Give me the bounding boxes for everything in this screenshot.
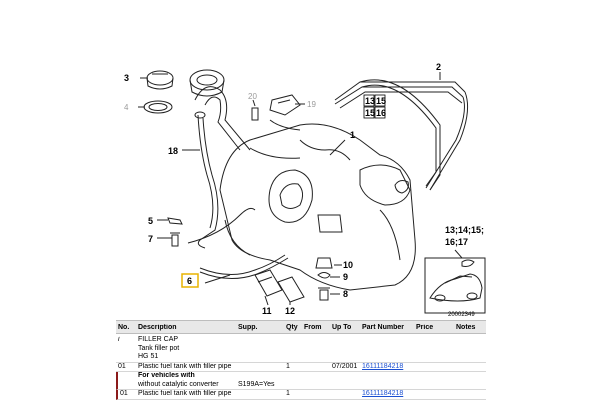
callout-9[interactable]: 9	[343, 272, 348, 282]
fuel-tank-drawing	[138, 69, 486, 314]
callout-6[interactable]: 6	[187, 276, 192, 286]
desc-line: FILLER CAP	[138, 336, 179, 343]
callout-8[interactable]: 8	[343, 289, 348, 299]
row-supp	[238, 390, 286, 399]
callout-3[interactable]: 3	[124, 73, 129, 83]
drawing-id: 20002349	[448, 312, 475, 318]
callout-12[interactable]: 12	[285, 306, 295, 316]
row-no: i	[118, 336, 120, 343]
table-row: 01 Plastic fuel tank with filler pipe 1 …	[116, 362, 486, 372]
row-no: 01	[120, 390, 128, 397]
desc-line: without catalytic converter	[138, 380, 219, 388]
header-qty: Qty	[286, 323, 298, 331]
header-part-number: Part Number	[362, 323, 405, 331]
callout-10[interactable]: 10	[343, 260, 353, 270]
header-price: Price	[416, 323, 434, 331]
part-number-link[interactable]: 16111184218	[362, 362, 404, 370]
row-description: For vehicles with without catalytic conv…	[138, 372, 238, 389]
callout-1[interactable]: 1	[350, 130, 355, 140]
table-row: For vehicles with without catalytic conv…	[116, 372, 486, 390]
callout-labels: 1 2 3 4 5 7 6 18 20 19 10 9 8 11 12 13 1…	[124, 62, 484, 318]
row-description: FILLER CAP Tank filler pot HG 51	[138, 336, 238, 362]
part-number-link[interactable]: 16111184218	[362, 390, 404, 397]
highlight-box-6[interactable]	[181, 273, 199, 288]
callout-5[interactable]: 5	[148, 216, 153, 226]
header-description: Description	[138, 323, 177, 331]
row-supp: S199A=Yes	[238, 380, 275, 388]
table-row: i FILLER CAP Tank filler pot HG 51	[116, 334, 486, 363]
callout-15-bottom[interactable]: 15	[365, 108, 375, 118]
callout-7[interactable]: 7	[148, 234, 153, 244]
callout-18[interactable]: 18	[168, 146, 178, 156]
header-notes: Notes	[456, 323, 476, 331]
callout-16-17[interactable]: 16;17	[445, 237, 468, 247]
table-row: 01 Plastic fuel tank with filler pipe 1 …	[116, 390, 486, 400]
header-upto: Up To	[332, 323, 352, 331]
row-no	[118, 372, 138, 389]
header-from: From	[304, 323, 322, 331]
row-description: Plastic fuel tank with filler pipe	[138, 362, 232, 370]
callout-4[interactable]: 4	[124, 103, 129, 112]
row-supp	[238, 363, 286, 372]
callout-15-top[interactable]: 15	[376, 96, 386, 106]
callout-2[interactable]: 2	[436, 62, 441, 72]
callout-13-14-15[interactable]: 13;14;15;	[445, 225, 484, 235]
header-no: No.	[118, 323, 130, 331]
callout-13[interactable]: 13	[365, 96, 375, 106]
row-from	[304, 363, 332, 372]
table-header: No. Description Supp. Qty From Up To Par…	[116, 320, 486, 334]
row-qty: 1	[286, 390, 290, 397]
row-no: 01	[118, 362, 126, 370]
row-description: Plastic fuel tank with filler pipe	[138, 390, 232, 397]
callout-16[interactable]: 16	[376, 108, 386, 118]
parts-table: No. Description Supp. Qty From Up To Par…	[116, 320, 486, 406]
header-supp: Supp.	[238, 323, 258, 331]
desc-line: Tank filler pot	[138, 344, 180, 352]
callout-11[interactable]: 11	[262, 306, 272, 316]
callout-20[interactable]: 20	[248, 92, 257, 101]
row-qty: 1	[286, 362, 290, 370]
desc-line: HG 51	[138, 353, 159, 360]
row-upto	[332, 390, 362, 399]
desc-line: For vehicles with	[138, 372, 195, 379]
row-upto: 07/2001	[332, 362, 358, 370]
row-from	[304, 390, 332, 399]
callout-19[interactable]: 19	[307, 100, 316, 109]
parts-diagram: 1 2 3 4 5 7 6 18 20 19 10 9 8 11 12 13 1…	[124, 62, 486, 318]
